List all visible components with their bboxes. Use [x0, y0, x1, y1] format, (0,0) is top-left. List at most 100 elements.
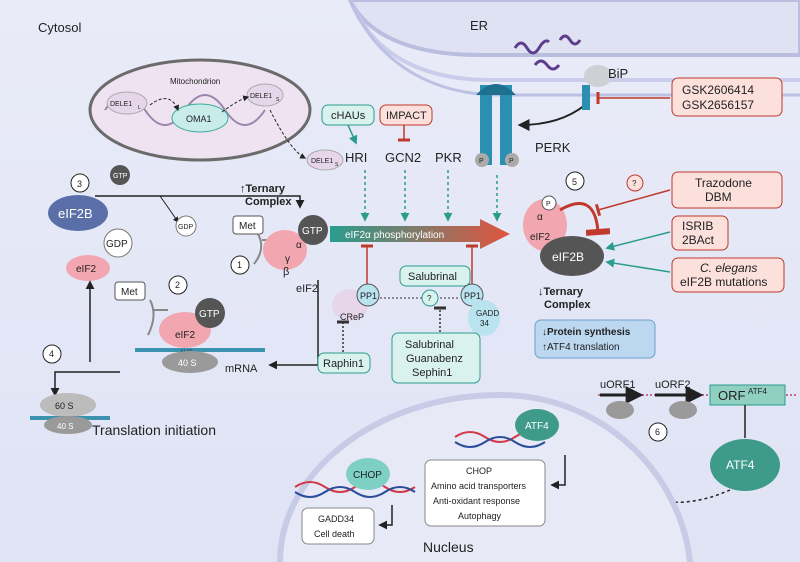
- gdp-bound-label: GDP: [106, 239, 128, 250]
- dele1-l-label: DELE1: [110, 101, 132, 108]
- target-3: Anti-oxidant response: [433, 496, 520, 506]
- gtp-2-label: GTP: [199, 309, 220, 320]
- perk-p1-label: P: [479, 158, 484, 165]
- question-trazodone: [626, 174, 644, 192]
- dele1-s-sub: S: [276, 97, 280, 103]
- ternary-down-line1: ↓Ternary: [538, 286, 584, 298]
- protein-synthesis-line1: ↓Protein synthesis: [542, 327, 631, 338]
- dele1-s-label: DELE1: [250, 93, 272, 100]
- trazodone-line1: Trazodone: [695, 176, 752, 190]
- impact-label: IMPACT: [386, 110, 427, 122]
- step-5-label: 5: [572, 177, 577, 187]
- dna-1b: [454, 436, 546, 448]
- mitochondrion-label: Mitochondrion: [170, 77, 220, 86]
- isrib-line1: ISRIB: [682, 219, 713, 233]
- target-1: CHOP: [466, 466, 492, 476]
- isrib-box: [671, 215, 729, 251]
- recycling-arrow: [95, 195, 305, 209]
- gadd34-line1: GADD: [476, 309, 499, 318]
- gtp-1-label: GTP: [302, 226, 323, 237]
- gdp-small: [175, 215, 197, 237]
- eif2b-left-label: eIF2B: [58, 206, 93, 221]
- translation-initiation-label: Translation initiation: [92, 422, 216, 438]
- dele1-s-cytosol: [306, 149, 344, 171]
- gdp-release-arrow: [159, 195, 179, 223]
- gadd34-line2: 34: [480, 319, 489, 328]
- salubrinal-box: [399, 265, 471, 287]
- ribosome-40s-2: [44, 416, 92, 434]
- celegans-line1: C. elegans: [700, 261, 757, 275]
- salubrinal-group-2: Guanabenz: [406, 353, 463, 365]
- atf4-protein-label: ATF4: [726, 458, 755, 472]
- ribosome-40s-2-label: 40 S: [57, 422, 73, 431]
- ribosome-40s-1-label: 40 S: [178, 358, 197, 368]
- beta-label: β: [283, 266, 289, 278]
- met-box-1: [232, 215, 264, 235]
- step-2-label: 2: [175, 280, 180, 290]
- target-2: Amino acid transporters: [431, 481, 527, 491]
- ribosome-60s-label: 60 S: [55, 401, 74, 411]
- orf-sup: ATF4: [748, 387, 768, 396]
- pp1-left-label: PP1: [360, 291, 377, 301]
- protein-synthesis-line2: ↑ATF4 translation: [542, 342, 620, 353]
- question-trazodone-label: ?: [632, 179, 637, 188]
- eif2b-right-label: eIF2B: [552, 250, 584, 264]
- gsk-line1: GSK2606414: [682, 83, 754, 97]
- atf4-targets-box: [424, 459, 546, 527]
- oma1-cleavage-arrow: [149, 98, 179, 112]
- nucleus-label: Nucleus: [423, 539, 474, 555]
- atf4-targets-arrow: [550, 455, 566, 490]
- oma1-protein: [171, 103, 229, 133]
- dna-2b: [294, 486, 416, 498]
- ribosome-uorf2: [669, 401, 697, 419]
- gtp-1: [298, 215, 328, 245]
- trna-2: [147, 299, 168, 336]
- salubrinal-group-box: [391, 332, 481, 384]
- step-2-badge: [168, 275, 188, 295]
- salubrinal-group-1: Salubrinal: [405, 339, 454, 351]
- phosphorylation-arrow: [330, 219, 510, 249]
- eif2-phospho-label: eIF2: [530, 232, 550, 243]
- dele1-s2-label: DELE1: [311, 158, 333, 165]
- gdp-small-label: GDP: [178, 224, 194, 231]
- ternary-up-line1: ↑Ternary: [240, 183, 286, 195]
- misfolded-proteins: [513, 34, 582, 71]
- perk-label: PERK: [535, 140, 571, 155]
- eif2b-right: [540, 236, 604, 276]
- pp1-right: [460, 283, 484, 307]
- eif2-1-label: eIF2: [296, 283, 318, 295]
- chop-protein: [346, 458, 390, 490]
- dele1-l-sub: L: [138, 105, 141, 111]
- er-label: ER: [470, 18, 488, 33]
- to-60s-arrow: [50, 371, 120, 397]
- celegans-line2: eIF2B mutations: [680, 275, 767, 289]
- gadd34-box-line1: GADD34: [318, 514, 354, 524]
- orf-atf4-box: [709, 384, 786, 406]
- protein-synthesis-box: [534, 319, 656, 359]
- perk-p2-label: P: [509, 158, 514, 165]
- gsk-box: [671, 77, 783, 117]
- impact-box: [379, 104, 433, 126]
- step-6-badge: [648, 422, 668, 442]
- eif2-phospho: [523, 199, 567, 251]
- step-6-label: 6: [655, 427, 660, 437]
- phosphorylation-label: eIF2α phosphorylation: [345, 230, 444, 241]
- atf4-protein: [710, 439, 780, 491]
- perk-p2: [505, 153, 519, 167]
- isrib-arrow: [605, 231, 671, 251]
- chaus-label: cHAUs: [331, 110, 366, 122]
- perk-dimer: [476, 84, 516, 165]
- bip-release-arrow: [517, 104, 586, 131]
- crep-label: CReP: [340, 312, 364, 322]
- celegans-arrow: [605, 258, 671, 273]
- gsk-line2: GSK2656157: [682, 98, 754, 112]
- target-4: Autophagy: [458, 511, 502, 521]
- chop-protein-label: CHOP: [353, 470, 382, 481]
- ternary-down-line2: Complex: [544, 299, 591, 311]
- eif2-p-label: P: [546, 201, 551, 208]
- gadd34-box: [301, 507, 375, 545]
- uorf2-label: uORF2: [655, 379, 690, 391]
- step-1-label: 1: [237, 260, 242, 270]
